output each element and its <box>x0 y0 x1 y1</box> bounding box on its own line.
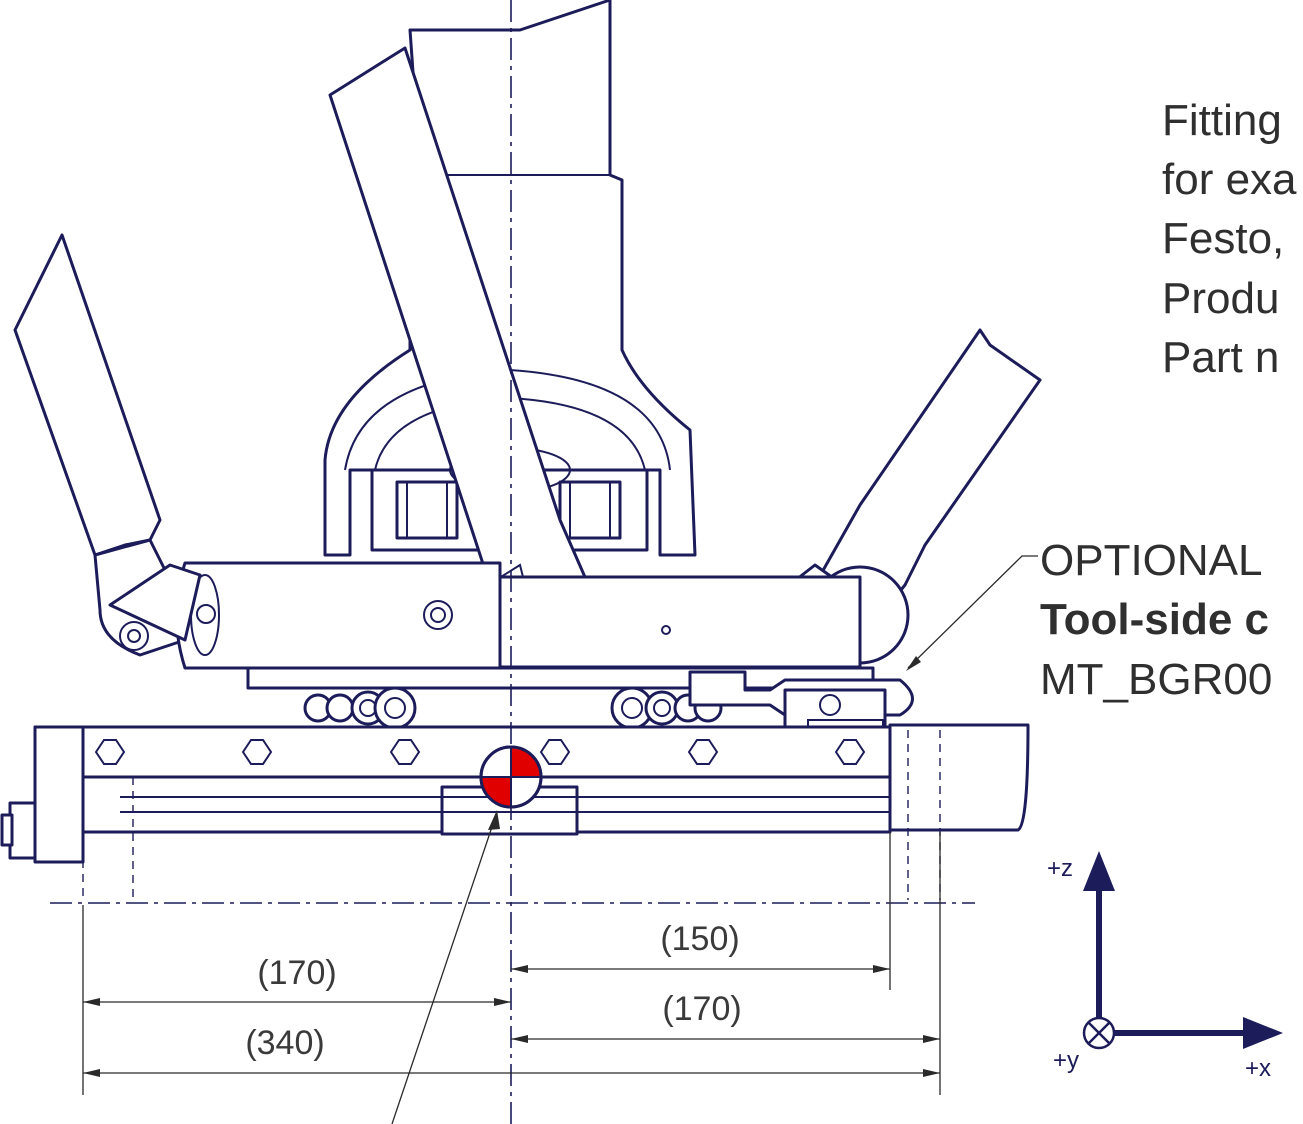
fitting-note-line-2: for exa <box>1162 155 1297 204</box>
dim-170-right-label: (170) <box>662 990 741 1028</box>
x-axis-arrow-icon <box>1243 1017 1283 1049</box>
robot-arm-column <box>323 0 697 557</box>
dim-340-label: (340) <box>245 1024 324 1062</box>
y-axis-label: +y <box>1053 1047 1079 1074</box>
coordinate-axes: +z +y +x <box>1047 851 1283 1082</box>
leader-lines <box>391 555 1038 1124</box>
dimension-lines <box>82 832 941 1095</box>
dim-150-label: (150) <box>660 920 739 958</box>
z-axis-arrow-icon <box>1083 851 1115 891</box>
x-axis-label: +x <box>1245 1055 1271 1082</box>
y-axis-into-page-icon <box>1082 1016 1116 1050</box>
optional-note-line-3: MT_BGR00 <box>1040 655 1272 704</box>
optional-note-line-2: Tool-side c <box>1040 595 1269 644</box>
fitting-note: Fitting for exa Festo, Produ Part n <box>1162 96 1297 382</box>
z-axis-label: +z <box>1047 855 1073 882</box>
fitting-note-line-1: Fitting <box>1162 96 1282 145</box>
tool-side-connector <box>688 670 914 732</box>
fitting-note-line-3: Festo, <box>1162 214 1284 263</box>
dimension-labels: (150) (170) (170) (340) <box>245 920 741 1062</box>
fitting-note-line-5: Part n <box>1162 333 1279 382</box>
rollers <box>303 686 723 730</box>
dim-170-left-label: (170) <box>257 954 336 992</box>
gripper-body <box>108 561 875 690</box>
center-of-gravity-marker <box>479 745 543 809</box>
optional-note: OPTIONAL Tool-side c MT_BGR00 <box>1040 536 1272 704</box>
fitting-note-line-4: Produ <box>1162 274 1279 323</box>
optional-note-line-1: OPTIONAL <box>1040 536 1263 585</box>
reference-lines <box>50 0 975 1124</box>
